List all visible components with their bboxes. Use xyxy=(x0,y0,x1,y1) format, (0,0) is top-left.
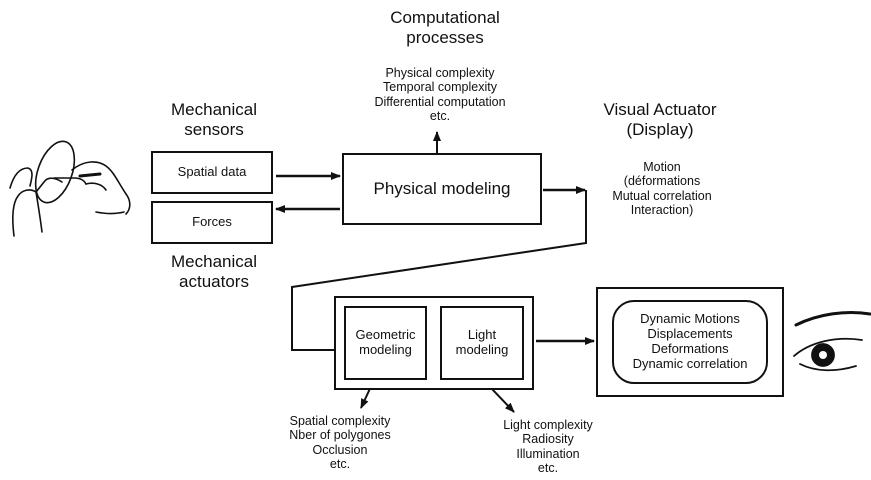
mechanical-actuators-label: Mechanical actuators xyxy=(150,252,278,291)
spatial-complexity-item: Occlusion xyxy=(312,442,368,457)
computational-item: Temporal complexity xyxy=(383,80,497,95)
mechanical-actuators-line1: Mechanical xyxy=(171,252,257,271)
display-inner-box: Dynamic Motions Displacements Deformatio… xyxy=(612,300,768,384)
physical-modeling-label: Physical modeling xyxy=(373,179,511,198)
mechanical-sensors-line2: sensors xyxy=(184,119,244,139)
computational-item: Differential computation xyxy=(374,94,506,109)
spatial-data-box: Spatial data xyxy=(151,151,273,194)
visual-actuator-item: Motion xyxy=(643,160,681,174)
mechanical-sensors-line1: Mechanical xyxy=(171,100,257,119)
spatial-complexity-item: Nber of polygones xyxy=(289,428,391,443)
light-complexity-item: Radiosity xyxy=(522,432,574,447)
display-item: Deformations xyxy=(651,341,729,356)
computational-title-line1: Computational xyxy=(390,8,500,27)
light-complexity-list: Light complexity Radiosity Illumination … xyxy=(480,418,616,476)
computational-title-line2: processes xyxy=(406,27,484,47)
light-line1: Light xyxy=(467,327,497,343)
geometric-modeling-box: Geometric modeling xyxy=(344,306,427,380)
visual-actuator-item: Mutual correlation xyxy=(612,188,712,203)
eye-icon xyxy=(793,311,871,372)
forces-box: Forces xyxy=(151,201,273,244)
spatial-complexity-item: etc. xyxy=(329,457,351,472)
spatial-complexity-list: Spatial complexity Nber of polygones Occ… xyxy=(270,414,410,472)
mechanical-sensors-label: Mechanical sensors xyxy=(150,100,278,139)
display-item: Displacements xyxy=(647,326,733,342)
visual-actuator-list: Motion (déformations Mutual correlation … xyxy=(592,160,732,218)
physical-modeling-box: Physical modeling xyxy=(342,153,542,225)
forces-label: Forces xyxy=(192,214,232,230)
light-modeling-label: Light modeling xyxy=(455,327,509,358)
light-complexity-item: Illumination xyxy=(516,446,580,461)
computational-list: Physical complexity Temporal complexity … xyxy=(355,66,525,124)
geometric-modeling-label: Geometric modeling xyxy=(355,327,416,358)
light-complexity-item: etc. xyxy=(537,461,559,476)
visual-actuator-item: Interaction) xyxy=(630,203,694,218)
spatial-data-label: Spatial data xyxy=(177,164,247,180)
light-line2: modeling xyxy=(455,342,509,357)
computational-item: etc. xyxy=(429,109,451,124)
visual-actuator-item: (déformations xyxy=(623,174,701,189)
visual-actuator-line1: Visual Actuator xyxy=(603,100,717,119)
spatial-complexity-item: Spatial complexity xyxy=(289,414,391,428)
geometric-line1: Geometric xyxy=(355,327,416,343)
visual-actuator-title: Visual Actuator (Display) xyxy=(586,100,734,139)
light-complexity-item: Light complexity xyxy=(503,418,593,432)
hand-icon xyxy=(9,140,131,237)
mechanical-actuators-line2: actuators xyxy=(179,271,249,291)
visual-actuator-line2: (Display) xyxy=(626,119,694,139)
light-modeling-box: Light modeling xyxy=(440,306,524,380)
connector-to-geometric xyxy=(291,190,587,351)
display-box: Dynamic Motions Displacements Deformatio… xyxy=(596,287,784,397)
geometric-line2: modeling xyxy=(359,342,412,357)
display-list: Dynamic Motions Displacements Deformatio… xyxy=(632,311,748,372)
computational-item: Physical complexity xyxy=(385,66,495,80)
display-item: Dynamic correlation xyxy=(632,355,748,371)
computational-title: Computational processes xyxy=(360,8,530,47)
display-item: Dynamic Motions xyxy=(640,311,740,327)
